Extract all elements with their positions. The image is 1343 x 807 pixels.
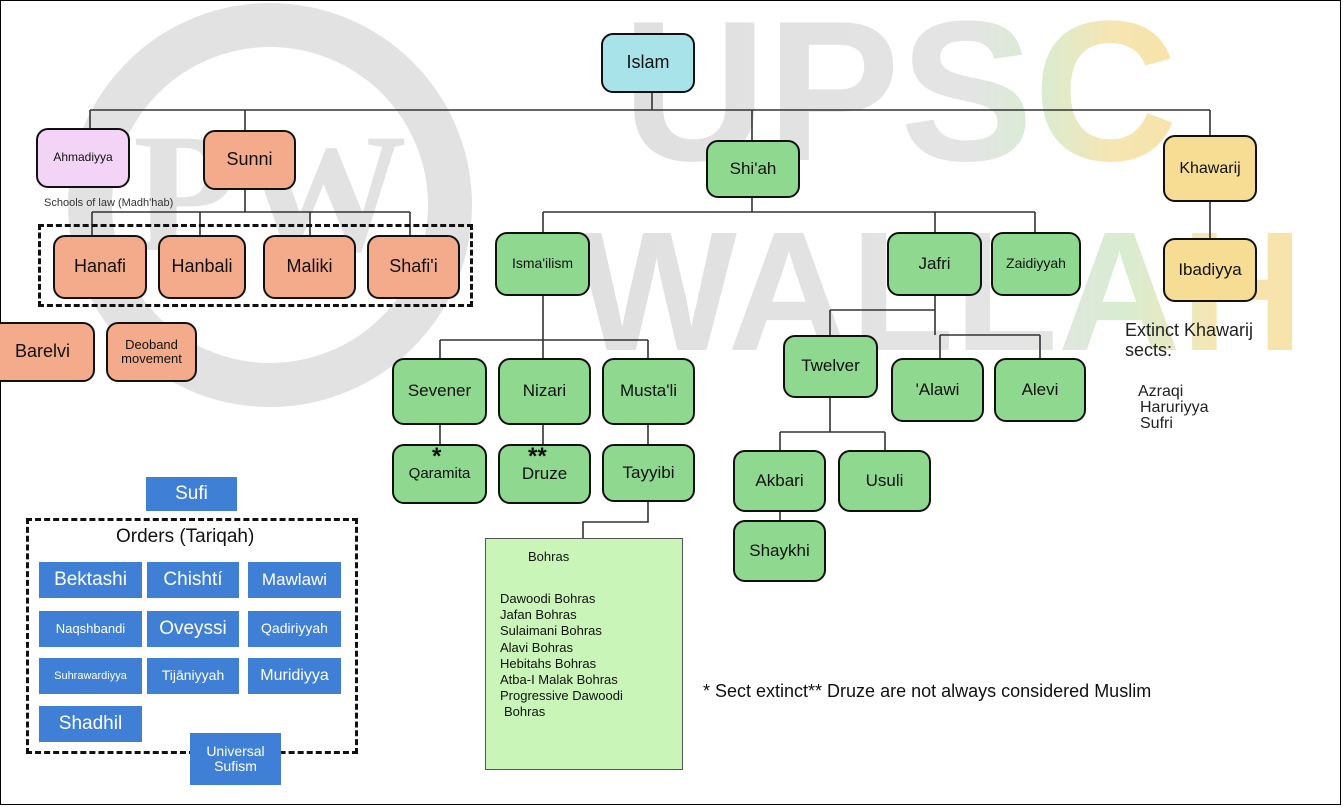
node-shiah: Shi'ah <box>706 140 800 198</box>
node-barelvi: Barelvi <box>0 322 95 382</box>
node-ismailism: Isma'ilism <box>495 232 590 296</box>
bohras-item: Atba-I Malak Bohras <box>500 671 618 687</box>
khawarij-extinct-title: Extinct Khawarij sects: <box>1125 320 1254 360</box>
node-ahmadiyya: Ahmadiyya <box>36 128 130 188</box>
node-shafii: Shafi'i <box>367 235 460 299</box>
node-qaramita-label: Qaramita <box>408 464 471 482</box>
node-islam: Islam <box>601 33 695 93</box>
sufi-title: Sufi <box>146 477 237 511</box>
node-zaidiyyah: Zaidiyyah <box>991 232 1081 296</box>
node-alevi: Alevi <box>994 358 1086 422</box>
bohras-item: Bohras <box>504 704 546 720</box>
order-oveyssi: Oveyssi <box>147 611 239 647</box>
order-muridiyya: Muridiyya <box>248 658 341 694</box>
bohras-item: Hebitahs Bohras <box>500 655 597 671</box>
node-sunni: Sunni <box>203 130 296 190</box>
schools-of-law-label: Schools of law (Madh'hab) <box>44 197 174 209</box>
order-universal-sufism: Universal Sufism <box>190 733 281 785</box>
order-mawlawi: Mawlawi <box>248 562 341 598</box>
node-ibadiyya: Ibadiyya <box>1163 238 1257 302</box>
node-druze: Druze <box>498 444 591 504</box>
bohras-item: Progressive Dawoodi <box>500 688 623 704</box>
node-hanafi: Hanafi <box>53 235 147 299</box>
node-alawi: 'Alawi <box>891 358 984 422</box>
order-qadiriyyah: Qadiriyyah <box>248 611 341 647</box>
node-twelver: Twelver <box>783 335 878 398</box>
node-hanbali: Hanbali <box>158 235 246 299</box>
node-mustali: Musta'li <box>602 358 695 425</box>
bohras-item: Sulaimani Bohras <box>500 623 602 639</box>
node-usuli: Usuli <box>838 450 931 512</box>
order-chishti: Chishtí <box>147 562 239 598</box>
node-akbari: Akbari <box>733 450 826 512</box>
bohras-list: Dawoodi Bohras Jafan Bohras Sulaimani Bo… <box>500 591 623 721</box>
node-qaramita: Qaramita <box>392 444 487 504</box>
bohras-title: Bohras <box>528 549 570 564</box>
bohras-item: Alavi Bohras <box>500 639 573 655</box>
node-deoband: Deoband movement <box>106 322 197 382</box>
node-shaykhi: Shaykhi <box>733 520 826 582</box>
khawarij-extinct-list: Azraqi Haruriyya Sufri <box>1138 384 1208 432</box>
order-naqshbandi: Naqshbandi <box>39 611 142 647</box>
bohras-item: Dawoodi Bohras <box>500 591 596 606</box>
bohras-item: Jafan Bohras <box>500 607 577 623</box>
node-tayyibi: Tayyibi <box>602 444 695 502</box>
order-tijaniyyah: Tijāniyyah <box>147 658 239 694</box>
order-suhrawardiyya: Suhrawardiyya <box>39 658 142 694</box>
khawarij-extinct-item: Sufri <box>1140 415 1173 432</box>
order-bektashi: Bektashi <box>39 562 142 598</box>
druze-note-marker: ** <box>528 443 547 470</box>
node-jafri: Jafri <box>887 232 982 296</box>
node-nizari: Nizari <box>498 358 591 425</box>
schools-of-law-box <box>38 224 473 307</box>
node-sevener: Sevener <box>392 358 487 425</box>
footnote: * Sect extinct** Druze are not always co… <box>703 681 1152 701</box>
order-shadhil: Shadhil <box>39 706 142 742</box>
khawarij-extinct-item: Haruriyya <box>1140 399 1209 416</box>
qaramita-extinct-marker: * <box>432 443 442 470</box>
sufi-orders-label: Orders (Tariqah) <box>116 526 255 547</box>
khawarij-extinct-item: Azraqi <box>1138 383 1184 400</box>
node-khawarij: Khawarij <box>1163 135 1257 202</box>
node-druze-label: Druze <box>521 463 568 483</box>
bohras-box: Bohras Dawoodi Bohras Jafan Bohras Sulai… <box>485 538 683 770</box>
node-maliki: Maliki <box>263 235 356 299</box>
